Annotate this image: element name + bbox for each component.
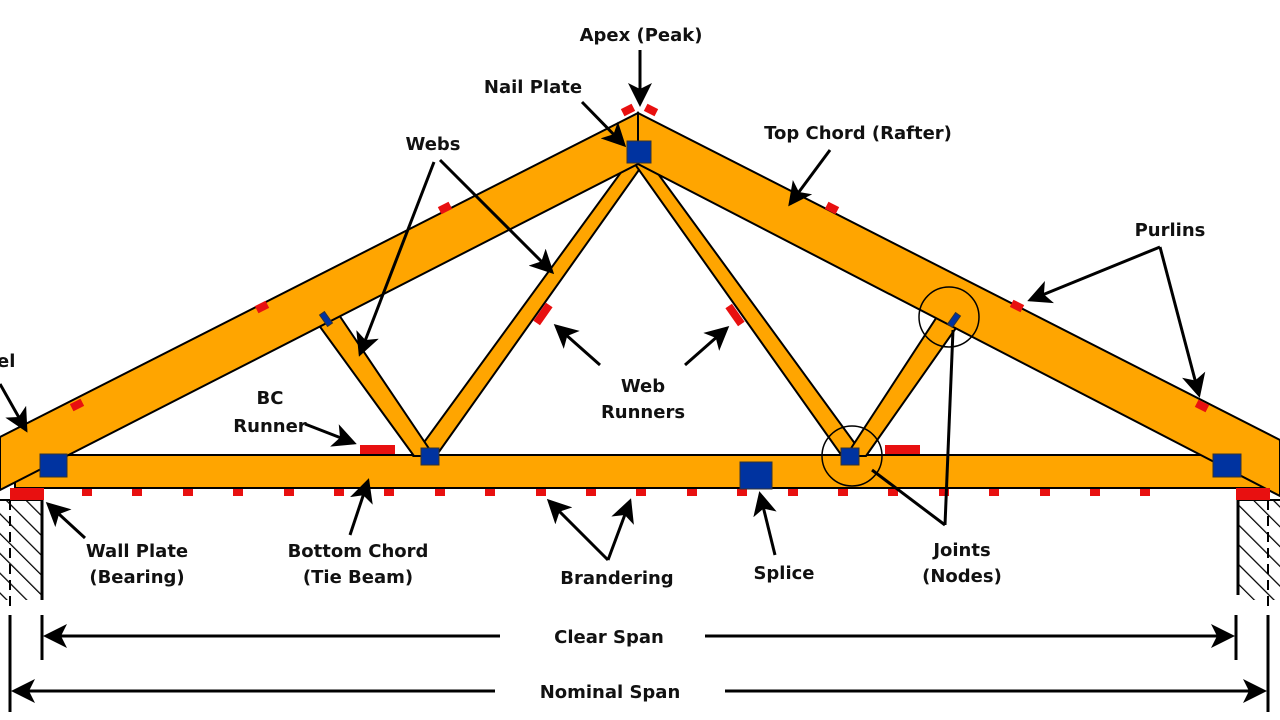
brandering-batten [788,489,798,496]
label-top-chord: Top Chord (Rafter) [764,123,952,144]
label-clear-span: Clear Span [554,627,664,648]
brandering-batten [183,489,193,496]
brandering-batten [838,489,848,496]
brandering-batten [636,489,646,496]
nail-plate-joint-left [420,447,440,466]
web-runner-right [725,303,745,327]
nail-plate-joint-right [840,447,860,466]
purlin [620,103,636,117]
purlin [69,398,85,412]
brandering-batten [233,489,243,496]
label-wall-plate-2: (Bearing) [89,567,184,588]
arrow-web-runner-right [684,326,730,367]
brandering-batten [536,489,546,496]
left-wall [0,499,44,610]
purlin [824,201,840,215]
label-bc-runner-1: BC [257,388,284,409]
arrow-purlins-2 [1158,246,1206,398]
arrow-nail-plate [580,100,627,148]
web-runner-left [533,302,553,326]
brandering-batten [939,489,949,496]
label-apex: Apex (Peak) [580,25,703,46]
arrow-webs-right [438,158,555,275]
brandering-batten [1040,489,1050,496]
label-joints-2: (Nodes) [922,566,1002,587]
brandering-batten [737,489,747,496]
brandering-group [82,489,1150,496]
purlin [643,103,659,117]
nail-plate-splice [739,461,773,490]
arrow-splice [753,491,777,556]
arrow-brandering-1 [546,498,610,562]
brandering-batten [485,489,495,496]
wall-plate-right [1236,488,1270,500]
brandering-batten [284,489,294,496]
brandering-batten [82,489,92,496]
nail-plate-web-left [318,310,334,328]
label-webs: Webs [405,134,460,155]
right-wall [1236,499,1280,610]
bottom-chord [14,454,1266,489]
joint-circle-lower [821,425,883,487]
bc-runner-left [360,445,395,454]
bc-runner-right [885,445,920,454]
arrow-top-chord [788,149,832,207]
brandering-batten [989,489,999,496]
brandering-batten [132,489,142,496]
arrow-webs-left [356,161,436,357]
label-nominal-span: Nominal Span [540,682,681,703]
label-nail-plate: Nail Plate [484,77,582,98]
brandering-batten [687,489,697,496]
label-splice: Splice [753,563,814,584]
label-bc-runner-2: Runner [233,416,307,437]
arrow-brandering-2 [606,498,634,561]
purlin [1194,399,1210,413]
clear-span-dimension [40,615,1238,660]
label-web-runners-2: Runners [601,402,685,423]
brandering-batten [334,489,344,496]
brandering-batten [1090,489,1100,496]
label-brandering: Brandering [560,568,673,589]
wall-plate-left [10,488,44,500]
purlin [254,300,270,314]
arrow-purlins-1 [1027,245,1161,304]
label-wall-plate-1: Wall Plate [86,541,188,562]
arrow-web-runner-left [553,324,601,367]
label-bottom-chord-1: Bottom Chord [288,541,429,562]
leader-joint-upper [943,329,955,526]
brandering-batten [586,489,596,496]
label-joints-1: Joints [931,540,990,561]
label-heel: el [0,351,15,372]
purlin [1009,299,1025,313]
nominal-span-dimension [8,615,1270,712]
purlins-group [69,103,1210,413]
nail-plate-heel-right [1212,453,1242,478]
brandering-batten [435,489,445,496]
arrow-bc-runner [304,422,357,447]
joint-circle-upper [918,286,980,348]
brandering-batten [384,489,394,496]
leader-arrows [0,50,1206,562]
web-right-outer [844,304,965,457]
arrow-wall-plate [45,501,87,540]
leader-joint-lower [871,468,946,527]
arrow-bottom-chord [348,478,373,536]
label-purlins: Purlins [1135,220,1206,241]
brandering-batten [1140,489,1150,496]
brandering-batten [888,489,898,496]
label-web-runners-1: Web [621,376,665,397]
arrow-heel [0,383,28,433]
purlin [437,201,453,215]
nail-plate-web-right [946,311,962,329]
label-bottom-chord-2: (Tie Beam) [303,567,413,588]
nail-plate-apex [626,140,652,164]
nail-plate-heel-left [39,453,68,478]
